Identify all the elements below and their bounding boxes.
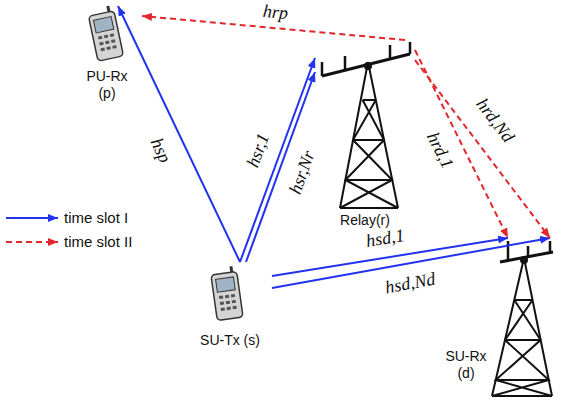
node-label: PU-Rx (p) [79, 68, 135, 102]
channel-label: hsr,1 [242, 129, 273, 172]
solid-arrow [118, 6, 240, 262]
device-node: Relay(r) [315, 40, 415, 233]
channel-label: hsp [145, 133, 175, 167]
phone-icon [210, 265, 243, 320]
channel-label: hsr,Nr [285, 146, 319, 198]
legend-text: time slot II [64, 233, 132, 251]
channel-label: hrp [260, 1, 291, 23]
node-label: SU-Rx (d) [440, 348, 492, 382]
device-node: SU-Tx (s) [188, 262, 272, 353]
device-node: SU-Rx (d) [440, 238, 558, 388]
tower-icon [322, 42, 410, 208]
legend-sample [6, 217, 58, 219]
channel-label: hrd,1 [422, 127, 458, 173]
channel-label: hsd,1 [362, 225, 407, 250]
legend-text: time slot I [64, 209, 128, 227]
dashed-arrow [415, 60, 550, 238]
legend-sample [6, 241, 58, 243]
node-label: SU-Tx (s) [188, 332, 272, 349]
phone-icon [87, 5, 123, 61]
device-node: PU-Rx (p) [72, 6, 142, 106]
tower-icon [492, 241, 553, 396]
channel-label: hrd,Nd [471, 93, 519, 147]
channel-label: hsd,Nd [381, 269, 438, 297]
